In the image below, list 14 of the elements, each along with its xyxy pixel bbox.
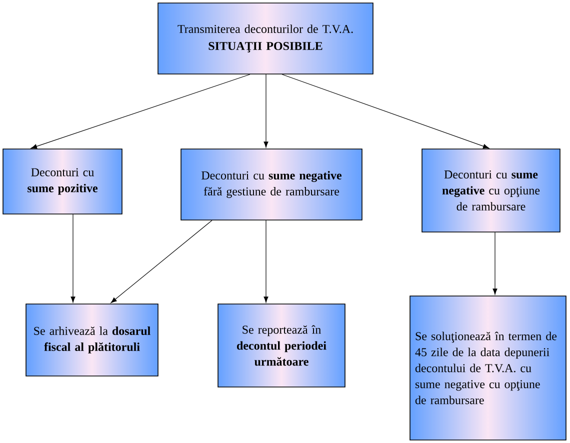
- process-box: Se arhivează la dosarul fiscal al plătitoruli: [26, 304, 158, 376]
- process-box: Transmiterea deconturilor de T.V.A. SITUAŢII POSIBILE: [158, 2, 374, 74]
- process-box: Se reportează în decontul periodei următoare: [218, 304, 346, 388]
- arrow: [492, 232, 498, 295]
- arrow: [264, 74, 268, 148]
- arrow: [110, 220, 212, 304]
- process-box: Deconturi cu sume pozitive: [2, 148, 122, 214]
- process-box: Se soluţionează în termen de 45 zile de la data depunerii decontului de T.V.A. cu sume negative cu opţiune de rambursare: [410, 296, 566, 440]
- process-box: Deconturi cu sume negative fără gestiune de rambursare: [180, 148, 362, 220]
- arrow: [30, 74, 250, 149]
- arrow: [282, 74, 490, 149]
- arrow: [264, 220, 268, 303]
- arrow: [70, 214, 76, 303]
- process-box: Deconturi cu sume negative cu opţiune de rambursare: [422, 148, 560, 232]
